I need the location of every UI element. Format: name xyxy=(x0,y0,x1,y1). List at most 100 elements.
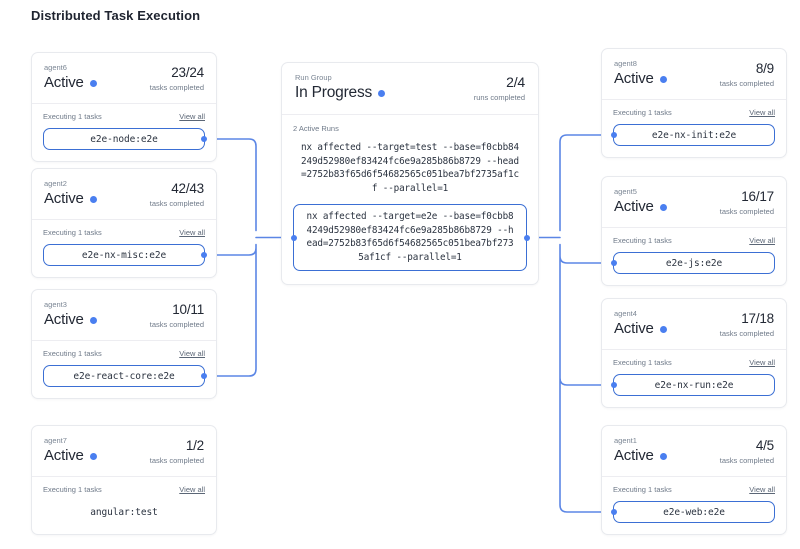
running-task-chip[interactable]: e2e-js:e2e xyxy=(611,252,775,274)
agent-task-counts-label: tasks completed xyxy=(719,456,774,465)
connector-port-right xyxy=(201,136,207,142)
page-title: Distributed Task Execution xyxy=(31,8,201,23)
connector-port-left xyxy=(611,260,617,266)
agent-task-counts-label: tasks completed xyxy=(719,207,774,216)
divider xyxy=(602,349,786,350)
view-all-link[interactable]: View all xyxy=(749,358,775,367)
run-group-card[interactable]: Run Group In Progress 2/4 runs completed… xyxy=(281,62,539,285)
run-command-1-box[interactable]: nx affected --target=e2e --base=f0cbb842… xyxy=(290,204,530,271)
agent-status: Active xyxy=(44,74,84,91)
run-group-kind: Run Group xyxy=(295,73,332,82)
agent-id: agent6 xyxy=(44,63,67,72)
running-task-label: e2e-nx-init:e2e xyxy=(651,129,737,141)
view-all-link[interactable]: View all xyxy=(179,228,205,237)
agent-task-counts-label: tasks completed xyxy=(719,329,774,338)
agent-task-counts: 23/24 xyxy=(171,65,204,80)
running-task-label: e2e-js:e2e xyxy=(665,257,723,269)
agent-task-counts-label: tasks completed xyxy=(719,79,774,88)
agent-id: agent2 xyxy=(44,179,67,188)
status-dot-icon xyxy=(659,75,667,83)
running-task-chip[interactable]: e2e-web:e2e xyxy=(611,501,775,523)
executing-label: Executing 1 tasks xyxy=(613,485,672,494)
status-dot-icon xyxy=(89,79,97,87)
status-dot-icon xyxy=(89,316,97,324)
status-dot-icon xyxy=(659,203,667,211)
connector-port-left xyxy=(611,509,617,515)
agent-status: Active xyxy=(44,190,84,207)
divider xyxy=(32,219,216,220)
run-group-body: 2 Active Runs nx affected --target=test … xyxy=(282,115,538,284)
running-task-chip[interactable]: e2e-react-core:e2e xyxy=(43,365,207,387)
agent-task-counts: 17/18 xyxy=(741,311,774,326)
divider xyxy=(32,103,216,104)
agent-task-counts: 16/17 xyxy=(741,189,774,204)
agent-id: agent1 xyxy=(614,436,637,445)
view-all-link[interactable]: View all xyxy=(749,108,775,117)
agent-card-body: Executing 1 tasks View all e2e-react-core:… xyxy=(32,341,216,398)
agent-id: agent7 xyxy=(44,436,67,445)
agent-task-counts: 42/43 xyxy=(171,181,204,196)
agent-task-counts-label: tasks completed xyxy=(149,456,204,465)
run-group-status: In Progress xyxy=(295,84,373,101)
agent-card-body: Executing 1 tasks View all e2e-nx-misc:e2e xyxy=(32,220,216,277)
executing-label: Executing 1 tasks xyxy=(43,228,102,237)
agent-status: Active xyxy=(44,447,84,464)
agent-status: Active xyxy=(614,70,654,87)
connector-port-right xyxy=(201,373,207,379)
agent-task-counts: 8/9 xyxy=(755,61,774,76)
view-all-link[interactable]: View all xyxy=(179,485,205,494)
view-all-link[interactable]: View all xyxy=(749,236,775,245)
run-command-1: nx affected --target=e2e --base=f0cbb842… xyxy=(306,211,514,263)
status-dot-icon xyxy=(378,89,386,97)
view-all-link[interactable]: View all xyxy=(179,349,205,358)
executing-label: Executing 1 tasks xyxy=(43,349,102,358)
executing-label: Executing 1 tasks xyxy=(613,108,672,117)
run-command-0[interactable]: nx affected --target=test --base=f0cbb84… xyxy=(301,142,519,194)
running-task-label: e2e-nx-run:e2e xyxy=(654,379,734,391)
agent-card-body: Executing 1 tasks View all e2e-nx-init:e2e xyxy=(602,100,786,157)
run-group-counts-label: runs completed xyxy=(473,93,525,102)
status-dot-icon xyxy=(89,452,97,460)
view-all-link[interactable]: View all xyxy=(179,112,205,121)
agent-task-counts: 10/11 xyxy=(172,302,204,317)
agent-status: Active xyxy=(614,447,654,464)
running-task-chip[interactable]: e2e-nx-init:e2e xyxy=(611,124,775,146)
agent-status: Active xyxy=(44,311,84,328)
running-task-chip[interactable]: angular:test xyxy=(43,501,205,523)
divider xyxy=(602,227,786,228)
divider xyxy=(602,476,786,477)
running-task-chip[interactable]: e2e-nx-misc:e2e xyxy=(43,244,207,266)
connector-port-left xyxy=(611,132,617,138)
agent-task-counts: 1/2 xyxy=(185,438,204,453)
running-task-chip[interactable]: e2e-nx-run:e2e xyxy=(611,374,775,396)
view-all-link[interactable]: View all xyxy=(749,485,775,494)
status-dot-icon xyxy=(659,325,667,333)
agent-task-counts: 4/5 xyxy=(755,438,774,453)
divider xyxy=(32,340,216,341)
running-task-label: e2e-node:e2e xyxy=(90,133,158,145)
running-task-chip[interactable]: e2e-node:e2e xyxy=(43,128,207,150)
status-dot-icon xyxy=(659,452,667,460)
agent-id: agent8 xyxy=(614,59,637,68)
divider xyxy=(282,114,538,115)
